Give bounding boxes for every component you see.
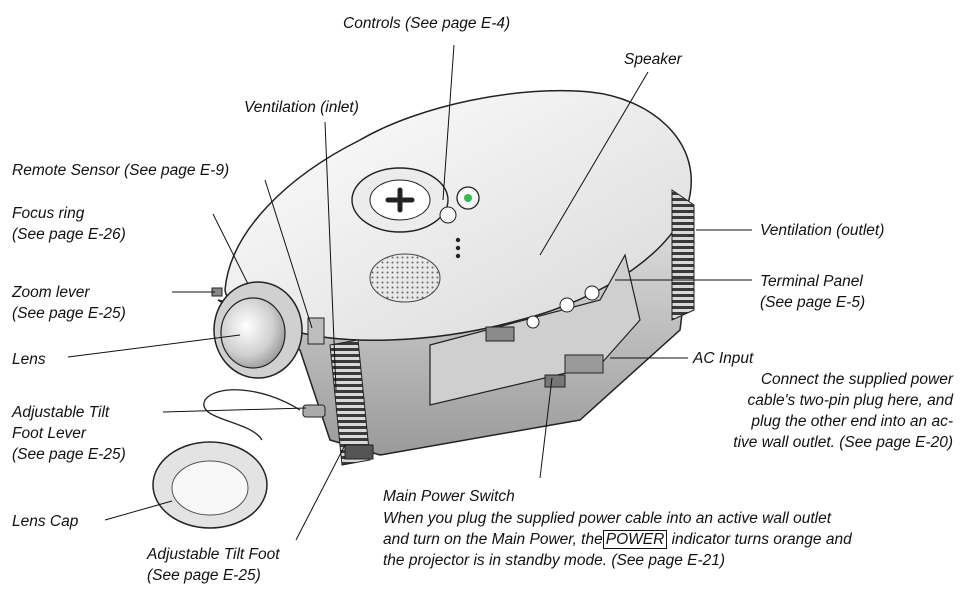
label-ventilation-outlet: Ventilation (outlet) <box>760 222 885 239</box>
lens-cap-strap <box>203 389 301 441</box>
ac-input-desc-line-2: cable's two-pin plug here, and <box>747 392 953 409</box>
ac-input-socket <box>564 354 604 374</box>
label-tilt-lever-ref: (See page E-25) <box>12 446 126 463</box>
label-zoom-lever-ref: (See page E-25) <box>12 305 126 322</box>
label-zoom-lever: Zoom lever <box>12 284 90 301</box>
ventilation-outlet-grille <box>671 189 695 321</box>
projector-top-shell <box>224 89 692 341</box>
label-lens-cap: Lens Cap <box>12 513 79 530</box>
remote-sensor-part <box>307 317 325 345</box>
main-power-switch-part <box>544 374 566 388</box>
label-tilt-lever-2: Foot Lever <box>12 425 87 442</box>
label-focus-ring-ref: (See page E-26) <box>12 226 126 243</box>
label-ventilation-inlet: Ventilation (inlet) <box>244 99 359 116</box>
leader-ventilation-inlet <box>324 121 337 391</box>
main-power-description: When you plug the supplied power cable i… <box>383 508 953 571</box>
main-power-desc-line-1: When you plug the supplied power cable i… <box>383 510 832 527</box>
label-speaker: Speaker <box>624 51 682 68</box>
indicator-led-1 <box>455 237 461 243</box>
leader-tilt-lever <box>162 407 307 413</box>
source-button <box>439 206 457 224</box>
label-lens: Lens <box>12 351 46 368</box>
control-cross <box>385 187 415 213</box>
power-led <box>464 194 472 202</box>
label-terminal-panel-ref: (See page E-5) <box>760 294 866 311</box>
terminal-connector-3 <box>559 297 575 313</box>
leader-remote-sensor <box>264 179 313 329</box>
ac-input-desc-line-1: Connect the supplied power <box>760 371 953 388</box>
leader-focus-ring <box>212 213 249 285</box>
label-tilt-lever-1: Adjustable Tilt <box>12 404 110 421</box>
label-focus-ring: Focus ring <box>12 205 85 222</box>
power-indicator-name: POWER <box>602 530 668 549</box>
ac-input-description: Connect the supplied power cable's two-p… <box>693 369 953 453</box>
lens-cap-inner <box>171 460 249 516</box>
label-ac-input: AC Input <box>693 350 754 367</box>
label-tilt-foot-ref: (See page E-25) <box>147 567 261 584</box>
leader-lines <box>67 44 752 541</box>
leader-speaker <box>539 71 649 256</box>
terminal-connector-4 <box>584 285 600 301</box>
leader-lens-cap <box>104 500 173 521</box>
label-remote-sensor: Remote Sensor (See page E-9) <box>12 162 230 179</box>
terminal-connector-1 <box>485 326 515 342</box>
indicator-led-3 <box>455 253 461 259</box>
leader-controls <box>442 44 455 201</box>
label-terminal-panel: Terminal Panel <box>760 273 863 290</box>
ac-input-desc-line-3: plug the other end into an ac- <box>751 413 953 430</box>
label-controls: Controls (See page E-4) <box>343 15 511 32</box>
main-power-desc-line-2c: indicator turns orange and <box>671 531 852 548</box>
lens-part <box>220 297 286 369</box>
tilt-foot-part <box>344 444 374 460</box>
speaker-grille <box>369 253 441 303</box>
leader-main-power <box>539 377 553 479</box>
main-power-desc-line-2a: and turn on the Main Power, the <box>383 531 603 548</box>
leader-tilt-foot <box>295 444 346 541</box>
ventilation-inlet-grille <box>329 339 371 466</box>
label-main-power-switch: Main Power Switch <box>383 488 515 505</box>
terminal-connector-2 <box>526 315 540 329</box>
ac-input-desc-line-4: tive wall outlet. (See page E-20) <box>733 434 953 451</box>
indicator-led-2 <box>455 245 461 251</box>
leader-lens <box>67 334 241 358</box>
tilt-foot-lever-part <box>302 404 326 418</box>
label-tilt-foot: Adjustable Tilt Foot <box>147 546 280 563</box>
main-power-desc-line-3: the projector is in standby mode. (See p… <box>383 552 726 569</box>
